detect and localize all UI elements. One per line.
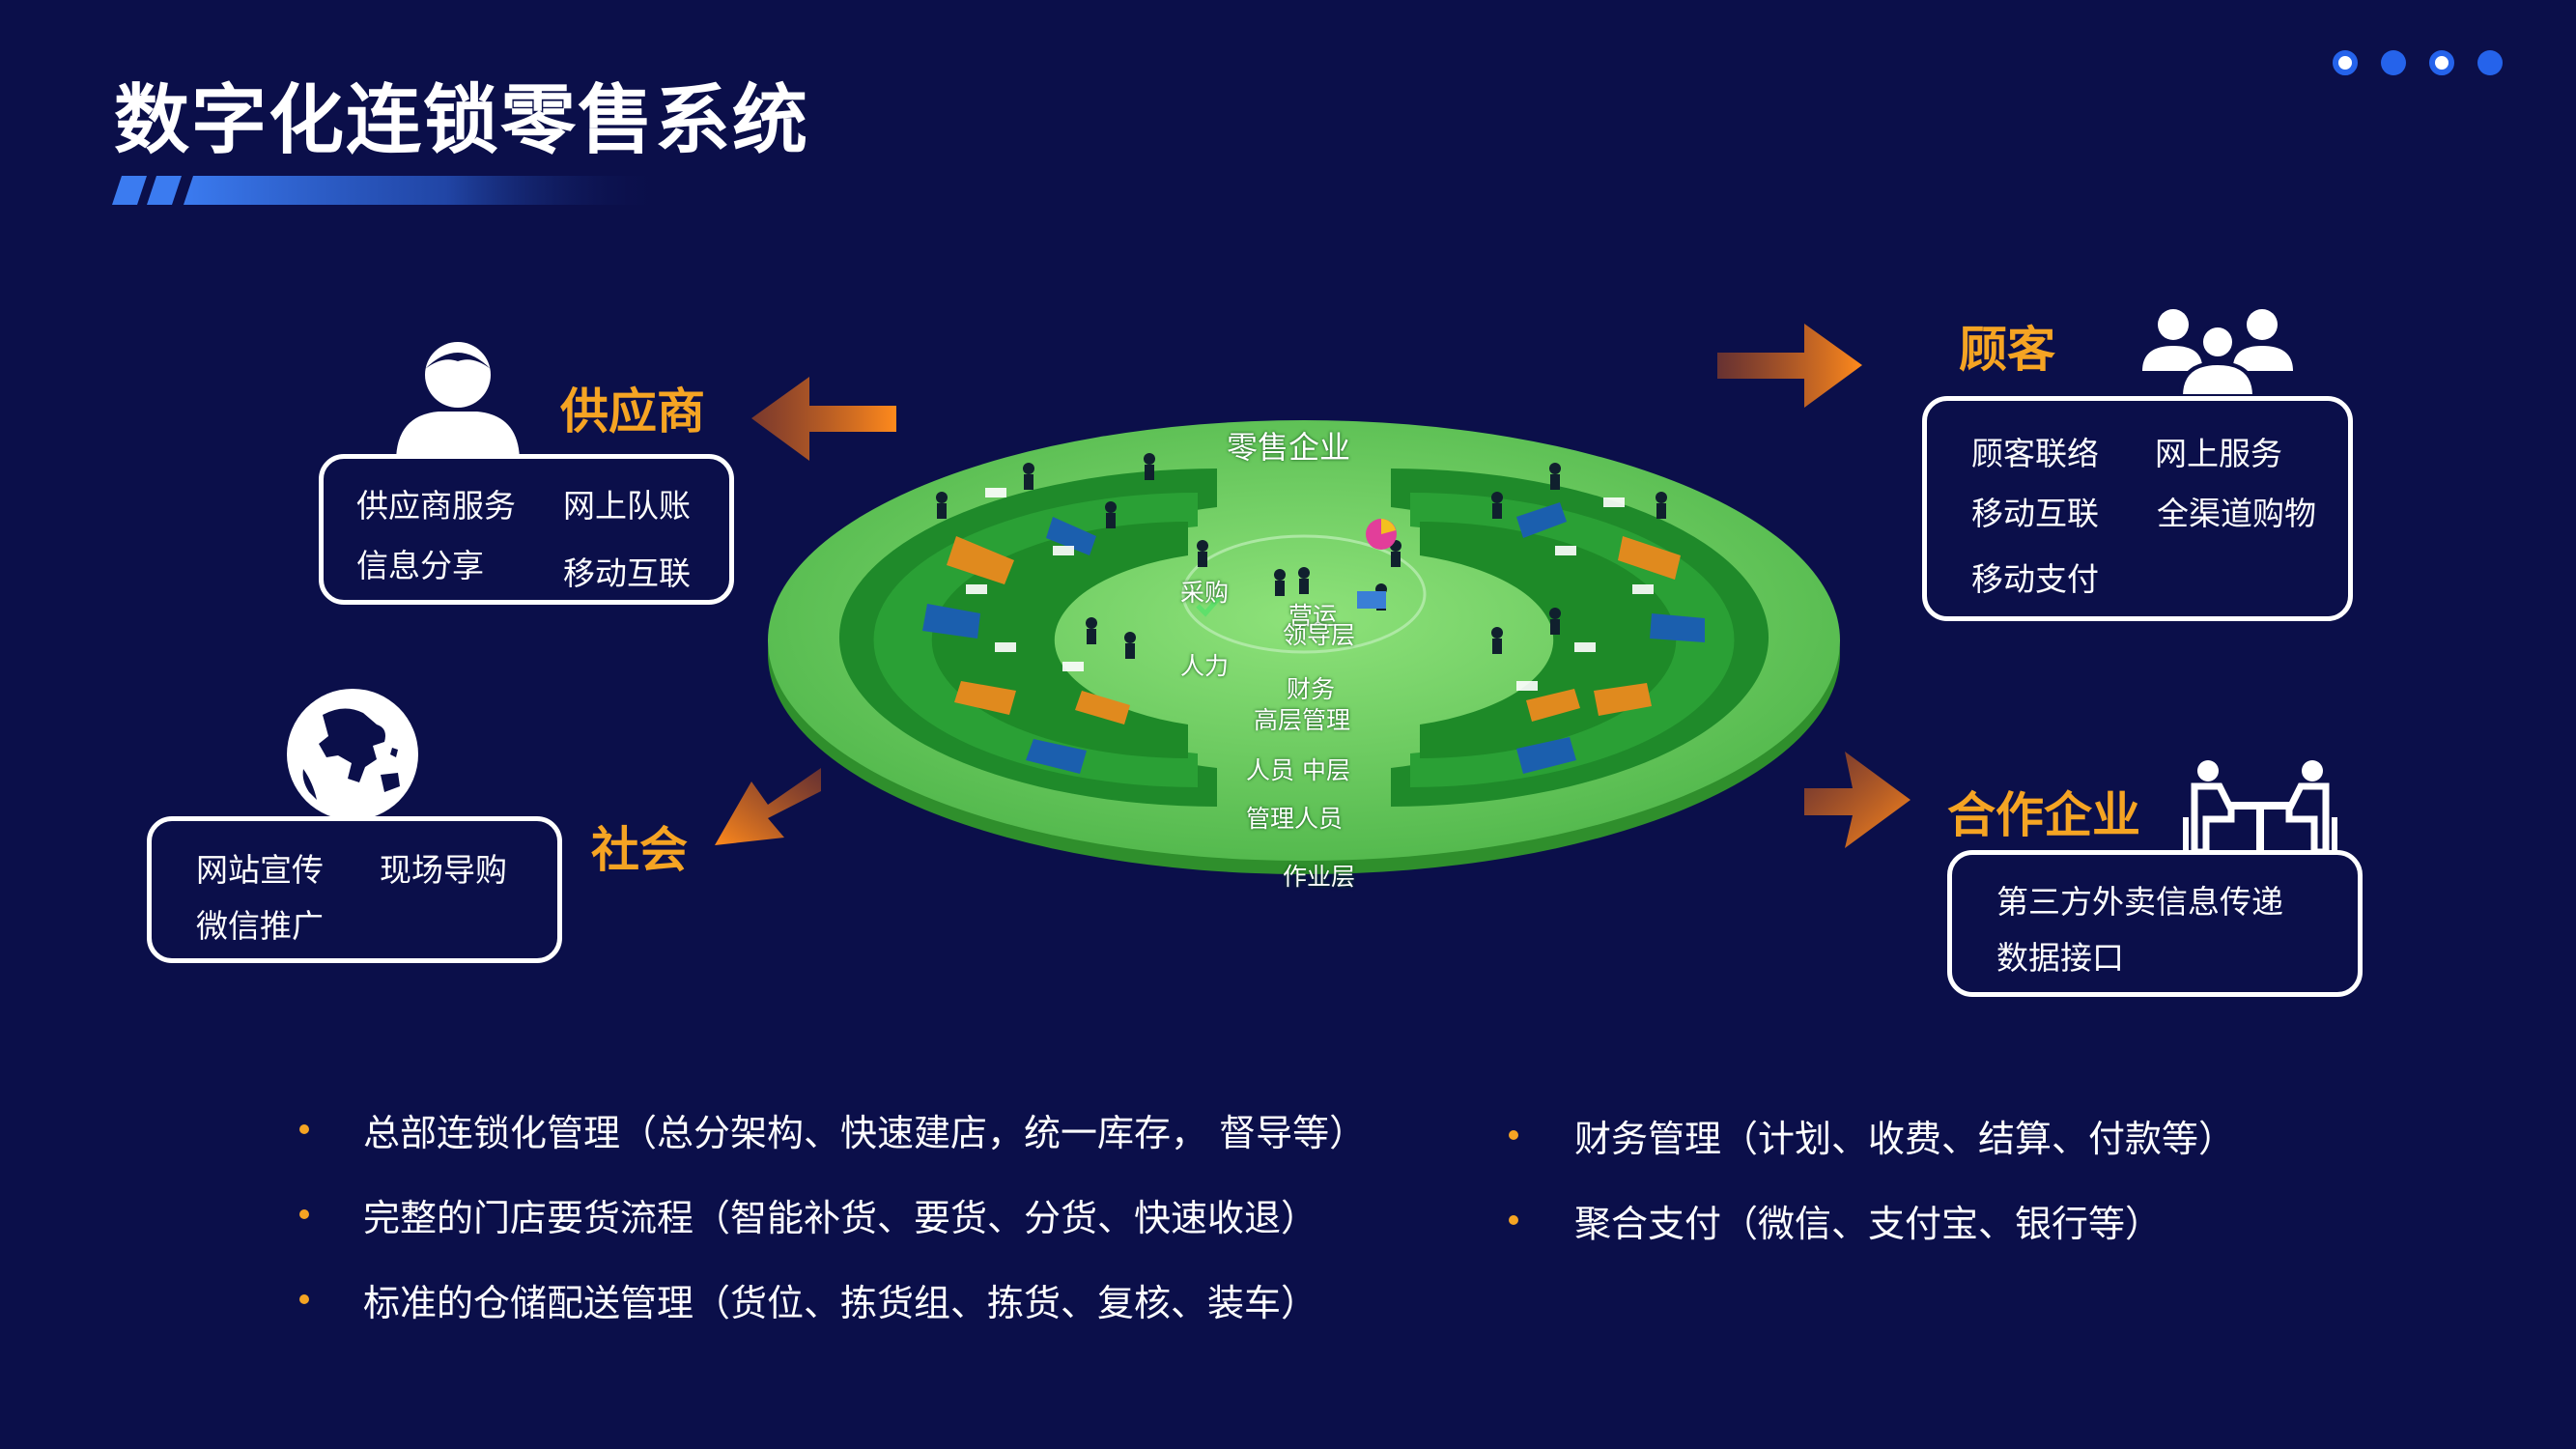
supplier-box: 供应商服务 网上队账 信息分享 移动互联 (319, 454, 734, 605)
arrow-to-supplier (751, 377, 896, 461)
partner-box: 第三方外卖信息传递 数据接口 (1947, 850, 2363, 997)
arrow-to-customer (1717, 324, 1862, 408)
platter-title: 零售企业 (1227, 429, 1351, 466)
society-title: 社会 (591, 822, 688, 878)
customer-item: 全渠道购物 (2157, 495, 2316, 532)
platter-label: 财务 (1287, 675, 1336, 703)
staff-figures (936, 453, 1667, 659)
bullet-dot (299, 1209, 309, 1219)
bullet-item: 标准的仓储配送管理（货位、拣货组、拣货、复核、装车） (299, 1269, 1366, 1329)
platter-label: 人员 中层 (1246, 756, 1350, 784)
supplier-person-icon (396, 342, 520, 462)
platter-label: 高层管理 (1254, 706, 1351, 734)
bullet-item: 完整的门店要货流程（智能补货、要货、分货、快速收退） (299, 1184, 1366, 1244)
platter-label: 作业层 (1283, 863, 1356, 891)
partner-item: 数据接口 (1996, 939, 2124, 977)
society-item: 微信推广 (196, 907, 324, 945)
retail-enterprise-platter (768, 420, 1840, 874)
bullet-list-right: 财务管理（计划、收费、结算、付款等） 聚合支付（微信、支付宝、银行等） (1509, 1105, 2235, 1250)
partner-item: 第三方外卖信息传递 (1996, 883, 2283, 921)
bullet-item: 总部连锁化管理（总分架构、快速建店，统一库存， 督导等） (299, 1099, 1366, 1159)
left-ring-sections (838, 469, 1217, 807)
supplier-item: 供应商服务 (356, 487, 516, 525)
title-underline (112, 176, 663, 205)
customer-item: 网上服务 (2155, 435, 2282, 472)
bullet-dot (1509, 1215, 1518, 1225)
platter-label: 采购 (1180, 579, 1230, 607)
customer-box: 顾客联络 网上服务 移动互联 全渠道购物 移动支付 (1922, 396, 2353, 621)
bullet-text: 标准的仓储配送管理（货位、拣货组、拣货、复核、装车） (363, 1281, 1318, 1324)
bullet-text: 聚合支付（微信、支付宝、银行等） (1574, 1202, 2163, 1245)
globe-icon (287, 689, 418, 820)
platter-label: 营运 (1288, 602, 1338, 630)
supplier-title: 供应商 (560, 384, 705, 440)
customer-item: 顾客联络 (1971, 435, 2099, 472)
pager-dots (2333, 50, 2503, 75)
center-mini-icons (1196, 519, 1397, 617)
bullet-dot (299, 1124, 309, 1134)
customer-item: 移动互联 (1971, 495, 2099, 532)
partner-title: 合作企业 (1947, 787, 2140, 843)
bullet-text: 完整的门店要货流程（智能补货、要货、分货、快速收退） (363, 1196, 1318, 1239)
meeting-partners-icon (2183, 760, 2337, 852)
pager-dot[interactable] (2381, 50, 2406, 75)
bullet-list-left: 总部连锁化管理（总分架构、快速建店，统一库存， 督导等） 完整的门店要货流程（智… (299, 1099, 1366, 1329)
pager-dot[interactable] (2429, 50, 2454, 75)
society-item: 网站宣传 (196, 851, 324, 889)
arrow-to-partner (1804, 752, 1911, 848)
right-ring-sections (1391, 469, 1769, 807)
platter-label: 人力 (1180, 652, 1230, 680)
supplier-item: 网上队账 (563, 487, 691, 525)
bullet-dot (1509, 1130, 1518, 1140)
pager-dot[interactable] (2333, 50, 2358, 75)
society-item: 现场导购 (380, 851, 507, 889)
platter-label: 管理人员 (1246, 805, 1344, 833)
customers-group-icon (2142, 309, 2293, 396)
bullet-item: 聚合支付（微信、支付宝、银行等） (1509, 1190, 2235, 1250)
bullet-item: 财务管理（计划、收费、结算、付款等） (1509, 1105, 2235, 1165)
supplier-item: 移动互联 (563, 554, 691, 592)
platter-label: 领导层 (1283, 621, 1356, 649)
society-box: 网站宣传 现场导购 微信推广 (147, 816, 562, 963)
arrow-to-society (715, 768, 821, 845)
bullet-dot (299, 1294, 309, 1304)
customer-title: 顾客 (1959, 322, 2055, 378)
bullet-text: 总部连锁化管理（总分架构、快速建店，统一库存， 督导等） (363, 1111, 1367, 1154)
customer-item: 移动支付 (1971, 560, 2099, 598)
supplier-item: 信息分享 (356, 547, 484, 584)
bullet-text: 财务管理（计划、收费、结算、付款等） (1574, 1117, 2236, 1160)
page-title: 数字化连锁零售系统 (114, 77, 810, 164)
pager-dot[interactable] (2477, 50, 2503, 75)
